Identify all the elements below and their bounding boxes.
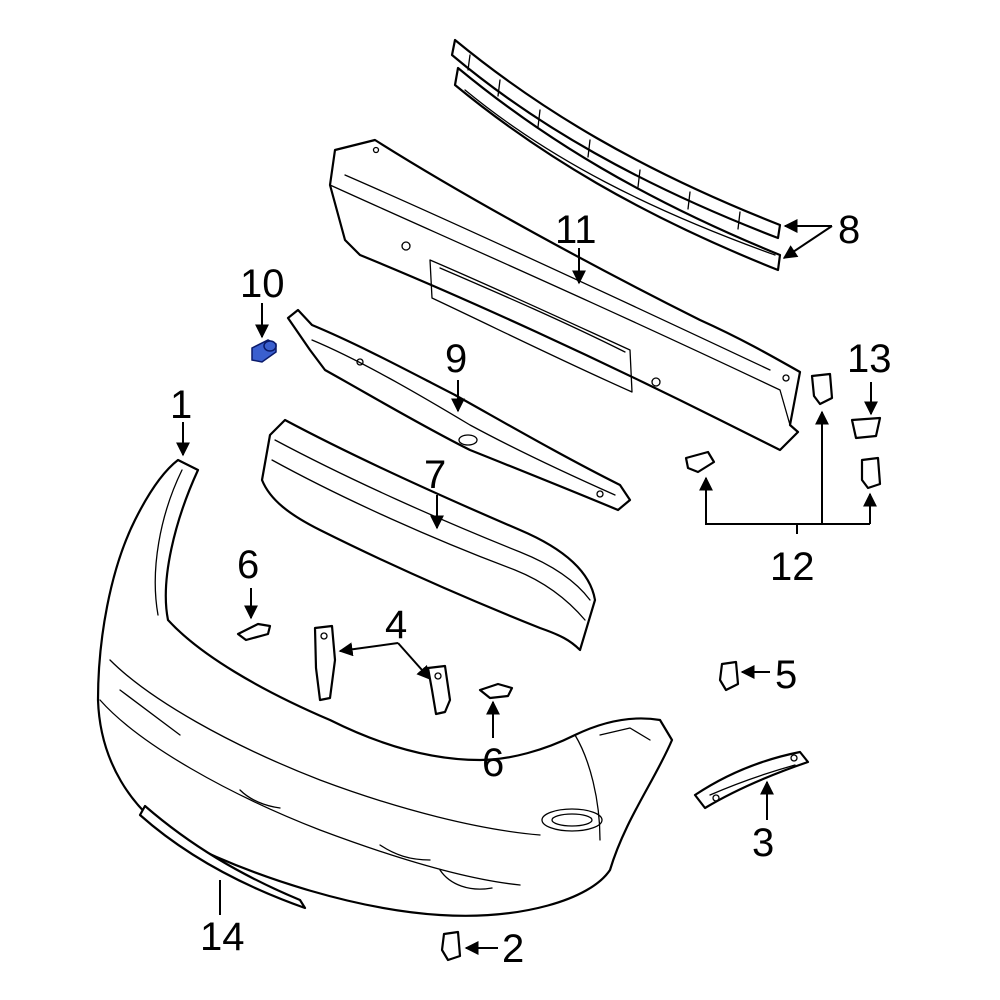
part-13-nut[interactable] (850, 416, 882, 440)
callout-numbers: 1 2 3 4 5 6 6 7 8 9 10 11 12 13 14 (170, 208, 892, 971)
part-4-mounting-brackets[interactable] (313, 624, 452, 716)
part-10-push-clip[interactable] (251, 339, 277, 363)
callout-10: 10 (240, 262, 285, 306)
callout-1: 1 (170, 383, 192, 427)
part-11-reinforcement-beam[interactable] (328, 138, 802, 452)
part-7-upper-cover[interactable] (260, 418, 597, 652)
part-3-side-bracket[interactable] (693, 750, 810, 810)
callout-8: 8 (838, 208, 860, 252)
callout-6-lower: 6 (482, 741, 504, 785)
callout-13: 13 (847, 337, 892, 381)
callout-7: 7 (424, 453, 446, 497)
callout-9: 9 (445, 337, 467, 381)
leader-lines (176, 219, 878, 955)
callout-5: 5 (775, 653, 797, 697)
part-12-bolts[interactable] (684, 372, 882, 490)
callout-14: 14 (200, 915, 245, 959)
part-1-bumper-cover[interactable] (96, 458, 674, 917)
part-6-lower-fastener[interactable] (478, 682, 514, 700)
callout-6-upper: 6 (237, 543, 259, 587)
part-2-fastener[interactable] (440, 930, 462, 962)
callout-4: 4 (385, 603, 407, 647)
callout-3: 3 (752, 821, 774, 865)
part-8-grille-strips[interactable] (450, 38, 782, 272)
callout-12: 12 (770, 545, 815, 589)
part-6-upper-fastener[interactable] (236, 622, 272, 642)
part-14-lower-molding[interactable] (138, 804, 307, 910)
callout-11: 11 (555, 208, 597, 252)
part-5-fastener[interactable] (718, 660, 740, 692)
callout-2: 2 (502, 927, 524, 971)
